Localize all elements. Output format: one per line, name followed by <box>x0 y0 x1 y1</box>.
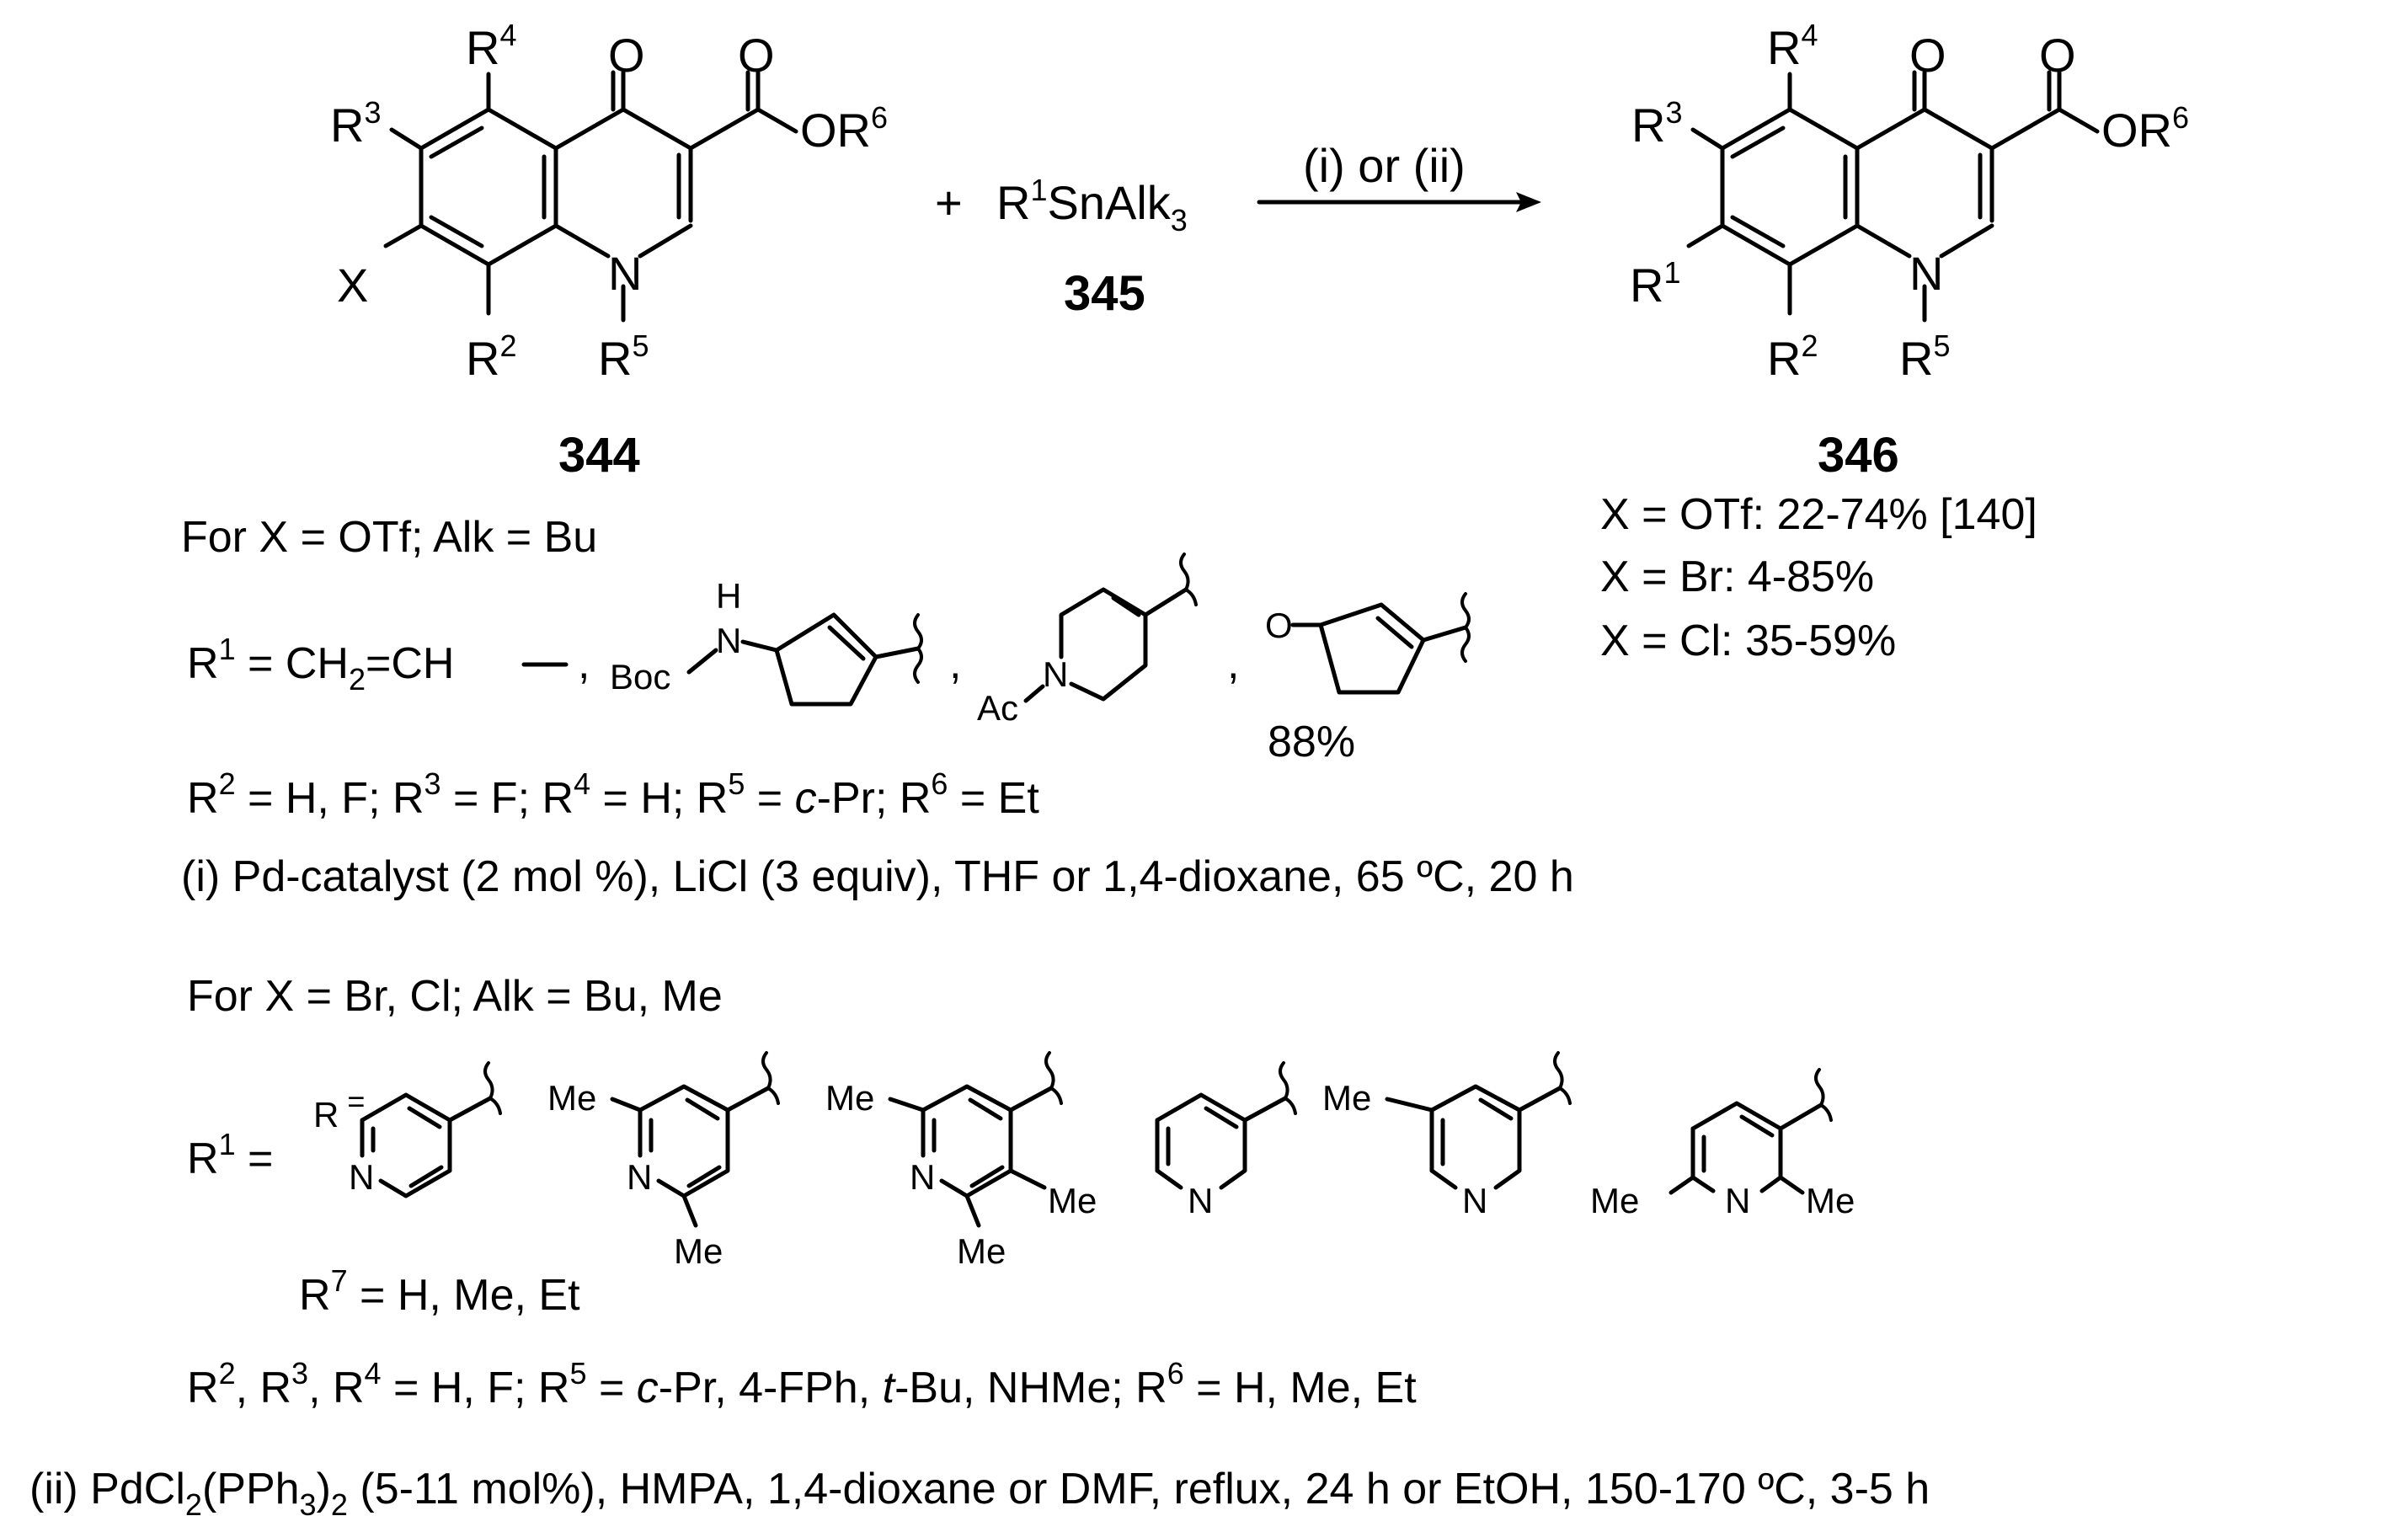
methyl-label: Me <box>1806 1181 1855 1220</box>
product-c4-oxygen: O <box>1909 29 1946 82</box>
pyridine-nitrogen: N <box>627 1157 652 1197</box>
product-r1: R1 <box>1630 255 1680 312</box>
product-structure-346: O O OR6 N R4 R3 R1 R2 R5 <box>1630 18 2189 385</box>
product-r2: R2 <box>1767 328 1818 385</box>
methyl-label: Me <box>674 1231 723 1271</box>
pyridine-nitrogen: N <box>1188 1181 1213 1220</box>
product-r3: R3 <box>1631 95 1682 152</box>
comma: , <box>1227 639 1239 688</box>
methyl-label: Me <box>957 1231 1006 1271</box>
product-ester-or: OR6 <box>2101 100 2189 157</box>
dimethylpyridin-3-yl: N Me Me <box>1590 1068 1855 1220</box>
section1-r1-vinyl: R1 = CH2=CH <box>187 632 454 697</box>
reactant-r4: R4 <box>466 18 516 74</box>
product-carbonyl-oxygen: O <box>2039 29 2076 82</box>
methyl-label: Me <box>547 1078 596 1118</box>
cyclopentenone-yield: 88% <box>1268 718 1355 766</box>
reagent-345: + R1SnAlk3 345 <box>935 173 1188 321</box>
product-yield-cl: X = Cl: 35-59% <box>1600 617 1896 665</box>
r7-pyridin-4-yl: R = N <box>313 1061 502 1198</box>
methyl-label: Me <box>1590 1181 1639 1220</box>
compound-number-344: 344 <box>558 428 640 483</box>
conditions-ii: (ii) PdCl2(PPh3)2 (5-11 mol%), HMPA, 1,4… <box>29 1465 1930 1522</box>
methyl-label: Me <box>825 1078 874 1118</box>
comma: , <box>578 639 590 688</box>
ac-label: Ac <box>977 688 1018 728</box>
methyl-label: Me <box>1048 1181 1097 1220</box>
pyridine-nitrogen: N <box>1725 1181 1750 1220</box>
product-nitrogen: N <box>1909 247 1943 300</box>
conditions-i: (i) Pd-catalyst (2 mol %), LiCl (3 equiv… <box>181 852 1574 901</box>
ring-nitrogen: N <box>1043 654 1068 694</box>
pyridine-nitrogen: N <box>1462 1181 1487 1220</box>
cyclopentenonyl-substituent: O <box>1265 592 1471 695</box>
reactant-ester-or: OR6 <box>800 100 888 157</box>
plus-sign: + <box>935 176 963 229</box>
reactant-nitrogen: N <box>608 247 642 300</box>
pyridine-nitrogen: N <box>349 1157 374 1197</box>
section1-header: For X = OTf; Alk = Bu <box>181 513 597 562</box>
reactant-r3: R3 <box>330 95 381 152</box>
product-yield-otf: X = OTf: 22-74% [140] <box>1600 490 2037 539</box>
reactant-structure-344: O O OR6 N R4 R3 X R2 R5 <box>330 18 888 385</box>
ketone-oxygen: O <box>1265 606 1293 645</box>
arrow-conditions-label: (i) or (ii) <box>1303 139 1466 192</box>
reagent-formula: R1SnAlk3 <box>996 173 1188 238</box>
pyridin-3-yl: N <box>1155 1061 1297 1220</box>
acetyl-tetrahydropyridinyl-substituent: Ac N <box>977 552 1198 728</box>
reactant-r2: R2 <box>466 328 516 385</box>
wavy-bond <box>913 613 923 650</box>
nh-nitrogen: N <box>716 621 741 660</box>
r7-label: R = <box>313 1084 365 1134</box>
product-yield-br: X = Br: 4-85% <box>1600 552 1874 601</box>
reaction-arrow: (i) or (ii) <box>1257 139 1541 212</box>
pyridine-nitrogen: N <box>910 1157 935 1197</box>
section1-substituents: R2 = H, F; R3 = F; R4 = H; R5 = c-Pr; R6… <box>187 766 1039 823</box>
product-r4: R4 <box>1767 18 1818 74</box>
reactant-c4-oxygen: O <box>608 29 645 82</box>
compound-number-346: 346 <box>1818 428 1899 483</box>
methyl-label: Me <box>1322 1078 1371 1118</box>
boc-label: Boc <box>610 657 670 697</box>
reactant-r5: R5 <box>598 328 649 385</box>
dimethylpyridin-4-yl: Me N Me <box>547 1051 780 1271</box>
reactant-x: X <box>337 259 368 312</box>
product-r5: R5 <box>1899 328 1950 385</box>
reactant-carbonyl-oxygen: O <box>738 29 775 82</box>
methylpyridin-3-yl: Me N <box>1322 1051 1572 1220</box>
compound-number-345: 345 <box>1064 266 1145 321</box>
nh-hydrogen: H <box>716 576 741 616</box>
boc-aminocyclopentenyl-substituent: Boc N H <box>610 576 923 707</box>
section2-header: For X = Br, Cl; Alk = Bu, Me <box>187 972 723 1021</box>
comma: , <box>949 639 961 688</box>
r7-definition: R7 = H, Me, Et <box>299 1263 580 1320</box>
trimethylpyridin-4-yl: Me N Me Me <box>825 1051 1097 1271</box>
section2-substituents: R2, R3, R4 = H, F; R5 = c-Pr, 4-FPh, t-B… <box>187 1356 1417 1412</box>
section2-r1-label: R1 = <box>187 1127 273 1183</box>
